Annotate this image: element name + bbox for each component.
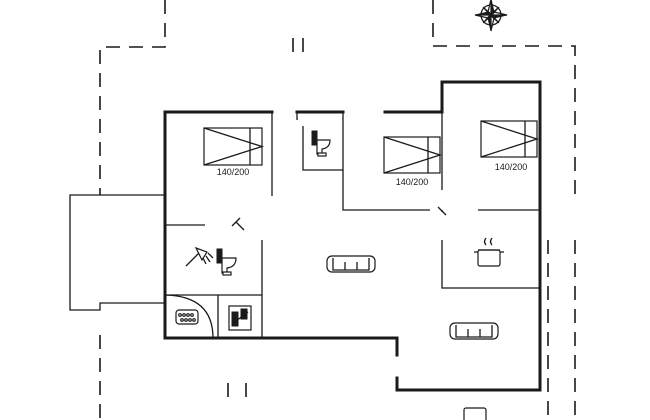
toilet-icon [311,130,331,157]
toilet-icon [216,248,237,276]
entrance-annex [69,194,165,311]
terrace-outline [99,0,576,420]
bed-3-label: 140/200 [495,162,528,172]
bed-2-label: 140/200 [396,177,429,187]
bed-1: 140/200 [203,127,265,177]
bed-3: 140/200 [480,120,540,172]
hob-icon [463,407,487,420]
bed-2: 140/200 [383,136,443,187]
cooking-pot-icon [474,237,504,267]
shower-icon [185,246,214,267]
interior-walls [164,112,540,339]
bed-1-label: 140/200 [217,167,250,177]
exterior-walls [163,80,542,392]
compass-rose-icon [474,0,508,32]
boiler-icon [228,305,252,331]
sofa-icon [326,255,376,273]
sofa-icon [449,322,499,340]
washing-machine-icon [175,309,199,325]
